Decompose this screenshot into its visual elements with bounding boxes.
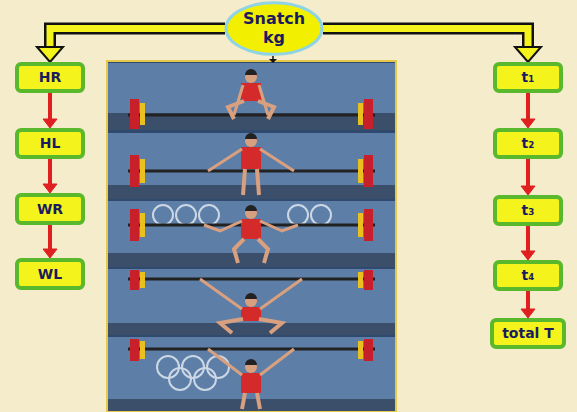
text-holder: Snatch kg [243,10,305,47]
arrow-shaft [48,225,52,250]
box-label: total T [502,325,554,341]
box-label: HL [40,135,61,151]
process-box: t₃ [493,195,563,226]
process-box: total T [490,318,566,349]
arrow-head [515,47,541,62]
process-box: WR [15,193,85,225]
arrow-head [43,184,57,193]
box-label: WR [37,201,63,217]
arrow-shaft [526,159,530,187]
arrow-head [43,119,57,128]
text-holder: t₂ [522,135,535,151]
arrow-outline [50,29,225,49]
arrow-head [37,47,63,62]
arrow-head [521,251,535,260]
arrow-head [521,186,535,195]
arrow-outline [323,29,528,49]
box-label: WL [38,266,62,282]
arrow-shaft [323,29,528,49]
arrow-shaft [526,291,530,310]
text-holder: total T [502,325,554,341]
connector [521,159,535,195]
text-holder: HL [40,135,61,151]
process-box: t₂ [493,128,563,159]
box-label: HR [39,69,62,85]
title-ellipse: Snatch kg [224,1,324,56]
text-holder: HR [39,69,62,85]
arrow-head [521,119,535,128]
process-box: HL [15,128,85,159]
connector [37,29,225,63]
connector [43,93,57,128]
connector [43,225,57,258]
arrow-shaft [526,226,530,252]
connector [323,29,541,63]
box-label: t₃ [522,202,535,218]
text-holder: t₁ [522,69,535,85]
connector [521,93,535,128]
arrow-shaft [50,29,225,49]
process-box: WL [15,258,85,290]
connector [43,159,57,193]
process-box: t₁ [493,62,563,93]
arrow-head [521,309,535,318]
text-holder: t₄ [522,267,535,283]
arrow-head [43,249,57,258]
arrow-shaft [48,159,52,185]
process-box: HR [15,62,85,93]
text-holder: t₃ [522,202,535,218]
arrow-shaft [526,93,530,120]
connector [521,291,535,318]
box-label: t₂ [522,135,535,151]
title-text: Snatch kg [243,10,305,47]
box-label: t₁ [522,69,535,85]
text-holder: WL [38,266,62,282]
connector [521,226,535,260]
arrow-shaft [48,93,52,120]
box-label: t₄ [522,267,535,283]
text-holder: WR [37,201,63,217]
process-box: t₄ [493,260,563,291]
